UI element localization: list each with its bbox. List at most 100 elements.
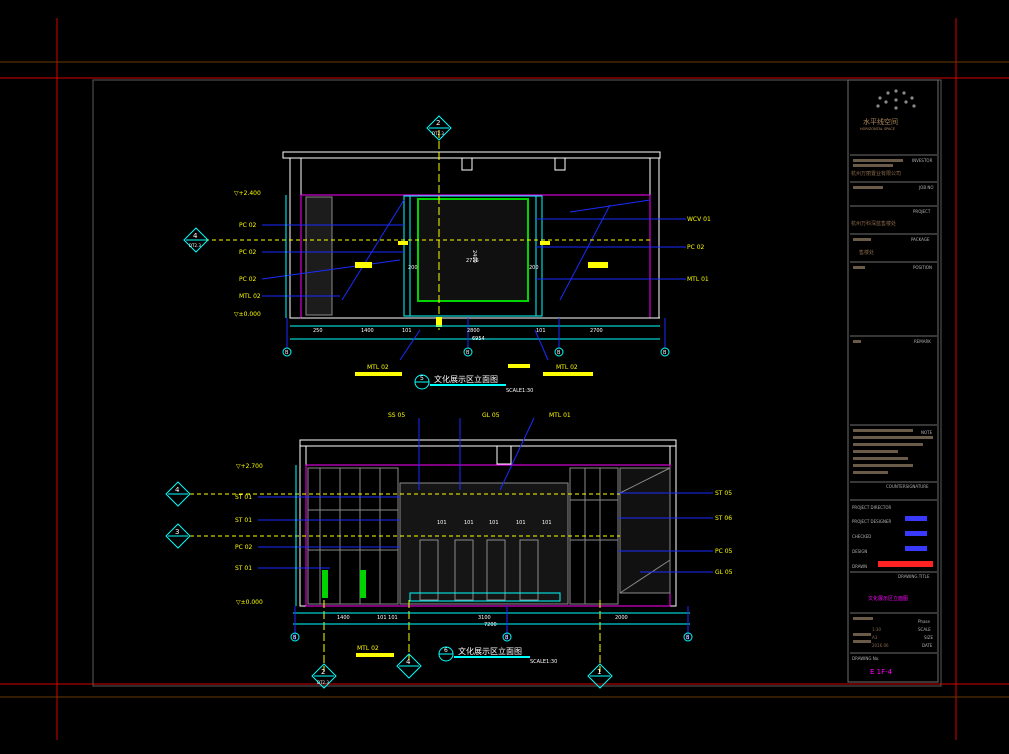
item-label-4: 101 (516, 520, 526, 526)
tb-scale-label: SCALE (918, 627, 931, 632)
grid-label-top-4: B (663, 350, 667, 356)
elevation-top (205, 130, 686, 376)
item-label-5: 101 (542, 520, 552, 526)
tag-top-right-2: PC 02 (687, 244, 705, 251)
grid-label-top-3: B (557, 350, 561, 356)
tag-bottom-bottom-1: MTL 02 (357, 645, 379, 652)
inner-dim-top-1: 2400 (471, 250, 477, 263)
tb-phase-label: Phase (918, 619, 930, 624)
grid-label-bottom-2: B (505, 635, 509, 641)
grid-label-bottom-3: B (686, 635, 690, 641)
callout-left-number: 4 (193, 232, 198, 240)
tag-top-left-4: MTL 02 (239, 293, 261, 300)
section-no-top: 5 (420, 375, 424, 382)
callout-bottom-a: 2 (321, 668, 325, 676)
callout-left-section: 4 DT2.3 (183, 227, 209, 253)
tb-label-project: PROJECT (913, 209, 931, 214)
tb-label-package: PACKAGE (911, 237, 930, 242)
tb-role-drawn: DRAWN (852, 564, 867, 569)
sheet-border (92, 79, 942, 687)
inner-dim-top-2: 2716 (466, 258, 479, 264)
dim-top-4: 2800 (467, 328, 480, 334)
dim-top-total: 6954 (472, 336, 485, 342)
inner-dim-top-4: 200 (529, 265, 539, 271)
dim-top-6: 2700 (590, 328, 603, 334)
dim-top-1: 250 (313, 328, 323, 334)
tag-bottom-right-2: ST 06 (715, 515, 732, 522)
tb-countersignature: COUNTERSIGNATURE (886, 484, 929, 489)
tb-drawing-no-label: DRAWING No. (852, 656, 879, 661)
tb-drawing-no: E 1F-4 (870, 668, 893, 676)
title-block (847, 79, 939, 683)
tb-date-value: 2016.06 (872, 643, 889, 648)
frame-lines (0, 18, 1009, 740)
tb-role-design: DESIGN (852, 549, 867, 554)
elevation-top-scale: SCALE1:30 (506, 388, 533, 394)
inner-dim-top-3: 200 (408, 265, 418, 271)
elevation-bottom-scale: SCALE1:30 (530, 659, 557, 665)
tag-top-right-1: WCV 01 (687, 216, 711, 223)
tb-drawing-title-label: DRAWING TITLE (898, 574, 930, 579)
elevation-top-title: 5 文化展示区立面图 SCALE1:30 (414, 374, 533, 394)
tb-role-designer: PROJECT DESIGNER (852, 519, 892, 524)
callout-bottom-c: 1 (597, 668, 601, 676)
grid-label-bottom-1: B (293, 635, 297, 641)
tag-bottom-left-4: ST 01 (235, 565, 252, 572)
tag-top-left-1: PC 02 (239, 222, 257, 229)
callout-bottom-b: 4 (406, 658, 411, 666)
tag-bottom-left-1: ST 01 (235, 494, 252, 501)
dim-top-3: 101 (402, 328, 412, 334)
height-mark-top-lower: ▽±0.000 (234, 311, 261, 318)
tb-value-package: 售楼处 (859, 249, 874, 256)
tag-bottom-right-4: GL 05 (715, 569, 733, 576)
tag-top-left-3: PC 02 (239, 276, 257, 283)
tag-top-right-3: MTL 01 (687, 276, 709, 283)
height-mark-bottom-upper: ▽+2.700 (236, 463, 263, 470)
elevation-top-title-text: 文化展示区立面图 (434, 374, 498, 384)
tb-date-label: DATE (922, 643, 933, 648)
elevation-bottom-title: 6 文化展示区立面图 SCALE1:30 (438, 646, 557, 665)
tb-drawing-title: 文化展示区立面图 (868, 595, 908, 602)
tag-top-left-2: PC 02 (239, 249, 257, 256)
height-mark-bottom-lower: ▽±0.000 (236, 599, 263, 606)
tb-scale-value: 1:30 (872, 627, 881, 632)
tb-role-director: PROJECT DIRECTOR (852, 505, 892, 510)
tb-label-note: NOTE (921, 430, 933, 435)
grid-markers-top: B B B B (282, 347, 670, 357)
tb-role-checked: CHECKED (852, 534, 871, 539)
tb-label-investor: INVESTOR (912, 158, 933, 163)
dim-bottom-1: 1400 (337, 615, 350, 621)
grid-label-top-1: B (285, 350, 289, 356)
dim-bottom-4: 2000 (615, 615, 628, 621)
elevation-bottom-title-text: 文化展示区立面图 (458, 646, 522, 656)
dim-bottom-2: 101 101 (377, 615, 398, 621)
item-label-2: 101 (464, 520, 474, 526)
dim-top-2: 1400 (361, 328, 374, 334)
tag-bottom-left-2: ST 01 (235, 517, 252, 524)
tb-value-investor: 杭州万丽置业有限公司 (851, 170, 901, 177)
tb-size-value: A3 (872, 635, 878, 640)
tag-top-bottom-2: MTL 02 (556, 364, 578, 371)
tag-bottom-top-2: GL 05 (482, 412, 500, 419)
callout-bottom-left-b: 3 (175, 528, 179, 536)
tag-bottom-right-3: PC 05 (715, 548, 733, 555)
logo-subtext: HORIZONTAL SPACE (860, 127, 895, 131)
callout-top-number: 2 (436, 119, 440, 127)
grid-label-top-2: B (466, 350, 470, 356)
tb-size-label: SIZE (924, 635, 933, 640)
callout-bottom-ref: DT2.3 (317, 680, 329, 685)
item-label-1: 101 (437, 520, 447, 526)
logo-text: 水平线空间 (863, 117, 898, 126)
section-no-bottom: 6 (444, 647, 448, 654)
tag-bottom-left-3: PC 02 (235, 544, 253, 551)
tb-value-project: 杭州万科深蓝售楼处 (851, 220, 896, 227)
item-label-3: 101 (489, 520, 499, 526)
callout-top-section: 2 DT2.3 (426, 115, 452, 141)
tag-top-bottom-1: MTL 02 (367, 364, 389, 371)
callout-left-ref: DT2.3 (189, 243, 201, 248)
tb-label-jobno: JOB NO (918, 185, 933, 190)
dim-bottom-total: 7200 (484, 622, 497, 628)
tag-bottom-right-1: ST 05 (715, 490, 732, 497)
tb-label-remark: REMARK (914, 339, 931, 344)
